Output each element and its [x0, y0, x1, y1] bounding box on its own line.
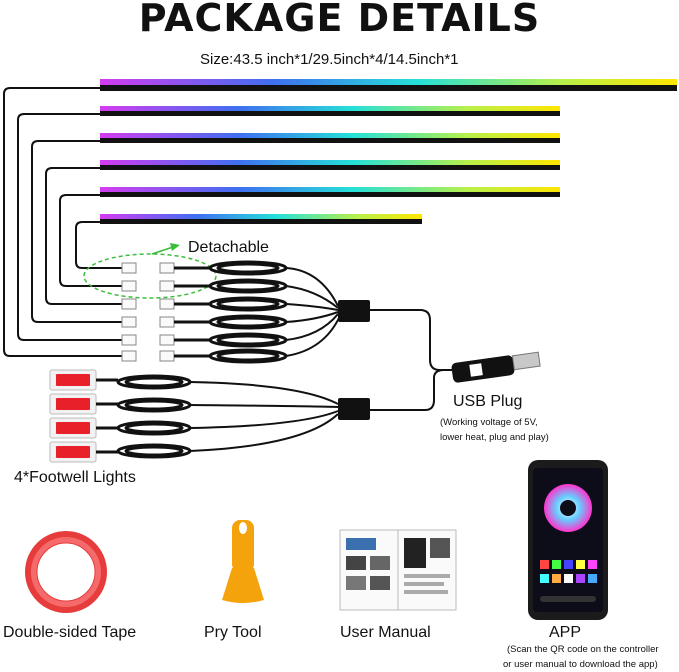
- cable-splitter: [338, 300, 370, 322]
- usb-note-line2: lower heat, plug and play): [440, 432, 549, 443]
- detachable-highlight: [83, 253, 217, 299]
- strip-43-5-inch: [100, 79, 677, 85]
- pry-tool-icon: [222, 520, 264, 603]
- app-note-line1: (Scan the QR code on the controller: [507, 644, 659, 655]
- strip-14-5-inch: [100, 214, 422, 219]
- item-label: Double-sided Tape: [3, 624, 137, 641]
- strip-29-5-inch: [100, 133, 560, 138]
- led-strips: [100, 79, 677, 224]
- footwell-splitter: [338, 398, 370, 420]
- page-title: PACKAGE DETAILS: [138, 0, 541, 40]
- strip-29-5-inch: [100, 160, 560, 165]
- phone-app-icon: [528, 460, 608, 620]
- usb-plug: [451, 351, 541, 383]
- detachable-label: Detachable: [188, 239, 269, 256]
- strip-29-5-inch: [100, 187, 560, 192]
- usb-plug-label: USB Plug: [453, 393, 523, 410]
- strip-29-5-inch: [100, 106, 560, 111]
- footwell-lights: [49, 369, 97, 463]
- tape-roll-icon: [25, 531, 107, 613]
- item-label: Pry Tool: [204, 624, 262, 641]
- size-text: Size:43.5 inch*1/29.5inch*4/14.5inch*1: [200, 51, 459, 68]
- manual-icon: [339, 529, 457, 611]
- app-note-line2: or user manual to download the app): [503, 659, 658, 670]
- usb-note-line1: (Working voltage of 5V,: [440, 417, 538, 428]
- footwell-label: 4*Footwell Lights: [14, 469, 136, 486]
- item-label: User Manual: [340, 624, 431, 641]
- item-label: APP: [549, 624, 582, 641]
